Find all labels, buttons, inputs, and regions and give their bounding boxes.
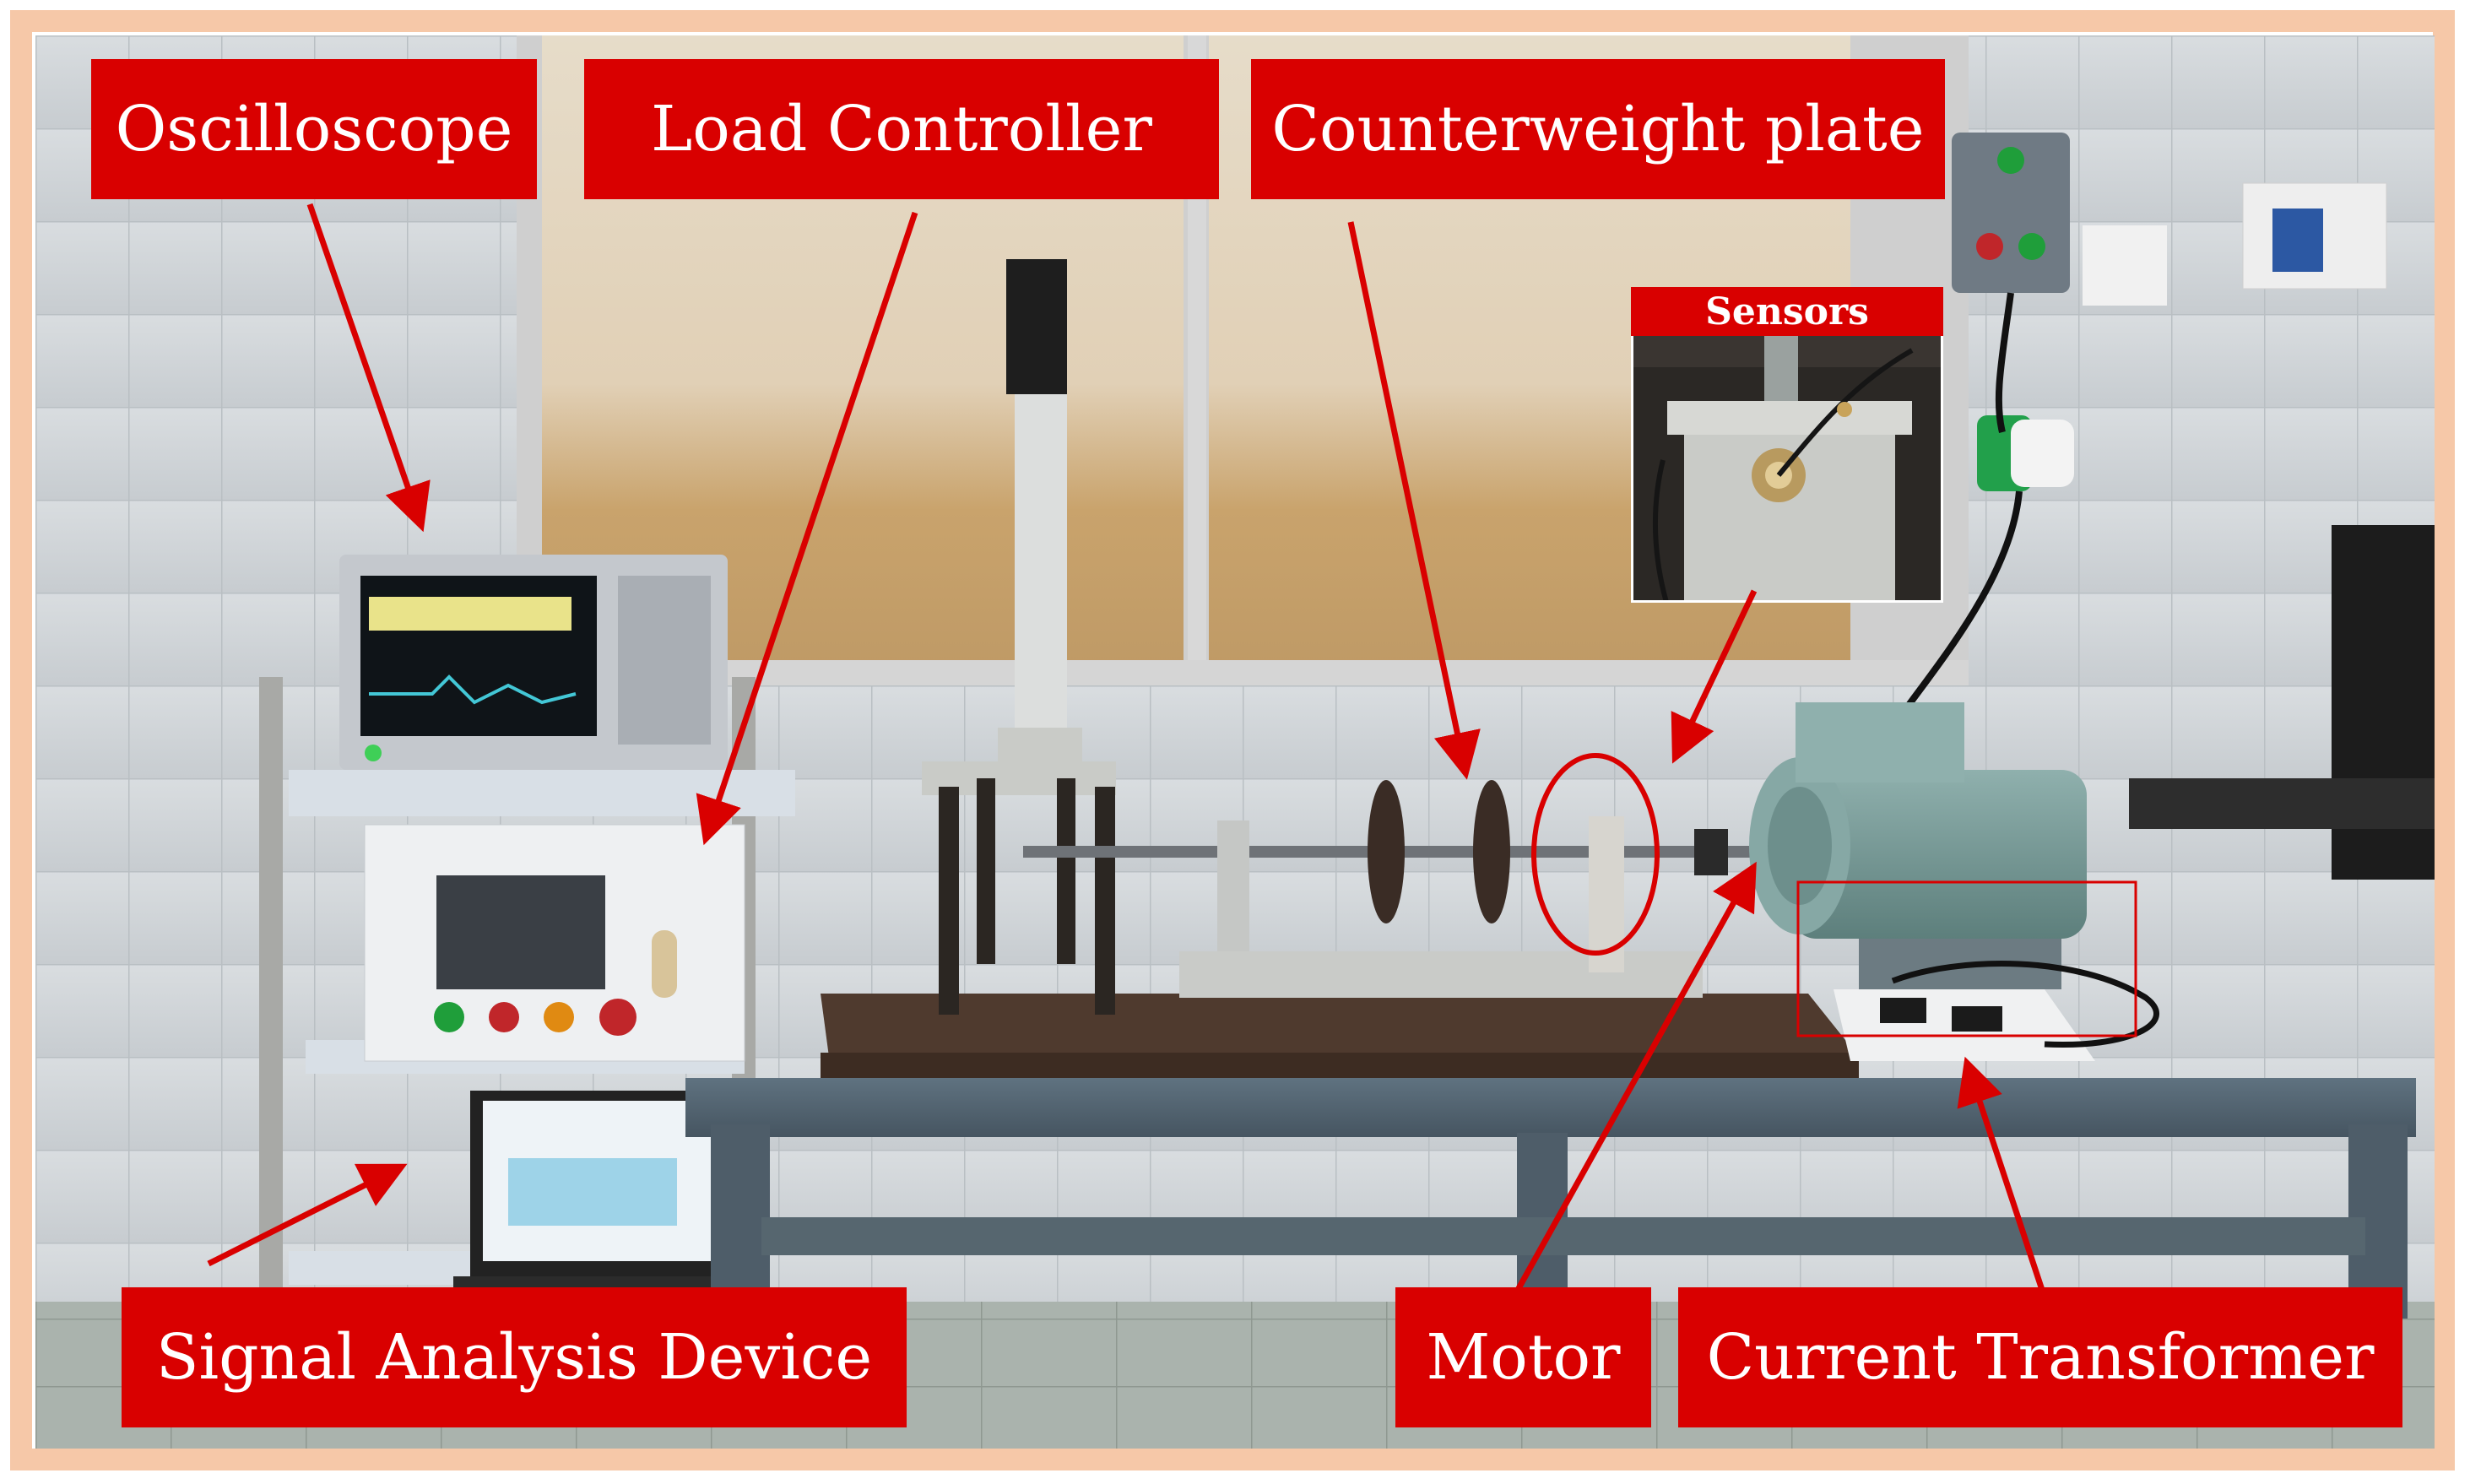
sensors-closeup bbox=[1633, 291, 1941, 600]
motor-label: Motor bbox=[1395, 1287, 1651, 1427]
test-bench-photo bbox=[35, 35, 2435, 1449]
counterweight-plate-label: Counterweight plate bbox=[1251, 59, 1945, 199]
current-transformer-label: Current Transformer bbox=[1678, 1287, 2402, 1427]
oscilloscope-label: Oscilloscope bbox=[91, 59, 537, 199]
signal-analysis-device-label: Signal Analysis Device bbox=[122, 1287, 907, 1427]
test-bench-scene bbox=[35, 35, 2435, 1449]
sensors-label: Sensors bbox=[1631, 287, 1943, 336]
load-controller-label: Load Controller bbox=[584, 59, 1219, 199]
